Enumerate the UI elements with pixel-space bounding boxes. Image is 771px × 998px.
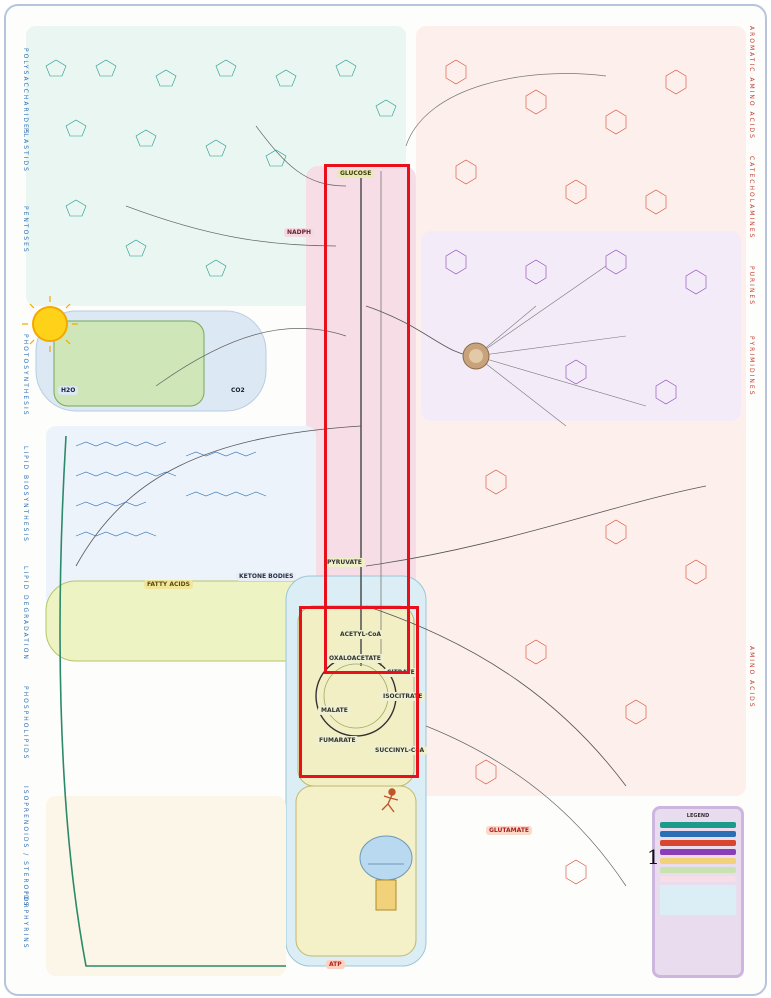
side-label-purines: PURINES [748,266,755,307]
legend-compartment-notes [660,885,736,915]
metabolite-h2o: H2O [58,386,79,395]
nucleotide-structures [445,249,707,405]
amino-acid-structures [445,59,707,885]
nucleotide-region [421,231,741,421]
glycolysis-highlight-box [324,164,410,674]
side-label-catecholamines: CATECHOLAMINES [748,156,755,240]
nucleotide-hub-icon [462,342,490,370]
legend-swatch-lipid [660,831,736,837]
legend-swatch-photosynthesis [660,867,736,873]
side-label-isoprenoids: ISOPRENOIDS / STEROIDS [22,786,29,908]
metabolite-succinyl-coa: SUCCINYL-CoA [372,746,428,755]
metabolite-nadph: NADPH [284,228,315,237]
side-label-lipid-degradation: LIPID DEGRADATION [22,566,29,661]
side-label-aromatic-amino-acids: AROMATIC AMINO ACIDS [748,26,755,140]
side-label-phospholipids: PHOSPHOLIPIDS [22,686,29,761]
metabolite-isocitrate: ISOCITRATE [380,692,426,701]
side-label-photosynthesis: PHOTOSYNTHESIS [22,334,29,417]
legend-swatch-amino-acid [660,840,736,846]
legend-box: LEGEND [652,806,744,978]
side-label-pentoses: PENTOSES [22,206,29,254]
pathway-network-diagram [22,26,746,976]
legend-title: LEGEND [686,813,710,819]
metabolite-co2: CO2 [228,386,248,395]
metabolite-fumarate: FUMARATE [316,736,359,745]
side-label-amino-acids: AMINO ACIDS [748,646,755,709]
metabolite-ketone-bodies: KETONE BODIES [236,572,297,581]
metabolite-pyruvate: PYRUVATE [324,558,365,567]
sun-icon [22,296,78,352]
side-label-plastids: PLASTIDS [22,128,29,173]
page-number: 1 [647,845,660,869]
oxidative-phosphorylation-region [295,785,417,957]
tca-highlight-box [299,606,419,778]
metabolite-malate: MALATE [318,706,351,715]
legend-swatch-nucleotide [660,849,736,855]
side-label-pyrimidines: PYRIMIDINES [748,336,755,397]
metabolite-glucose: GLUCOSE [337,169,375,178]
side-label-porphyrins: PORPHYRINS [22,891,29,950]
chloroplast [53,320,205,407]
metabolite-atp: ATP [326,960,345,969]
side-label-polysaccharides: POLYSACCHARIDES [22,48,29,136]
metabolite-fatty-acids: FATTY ACIDS [144,580,193,589]
carbohydrate-structures [45,59,397,277]
runner-icon [381,788,399,813]
metabolite-oxaloacetate: OXALOACETATE [326,654,384,663]
metabolite-acetyl-coa: ACETYL-CoA [337,630,385,639]
isoprenoid-region [46,796,286,976]
legend-swatch-energy [660,858,736,864]
atp-synthase-icon [359,835,413,911]
lipid-chains [75,441,267,537]
metabolic-pathways-poster: POLYSACCHARIDES PLASTIDS PENTOSES PHOTOS… [4,4,767,996]
legend-swatch-carbohydrate [660,822,736,828]
metabolite-glutamate: GLUTAMATE [486,826,533,835]
legend-swatch-glycolysis [660,876,736,882]
side-label-lipid-biosynthesis: LIPID BIOSYNTHESIS [22,446,29,543]
